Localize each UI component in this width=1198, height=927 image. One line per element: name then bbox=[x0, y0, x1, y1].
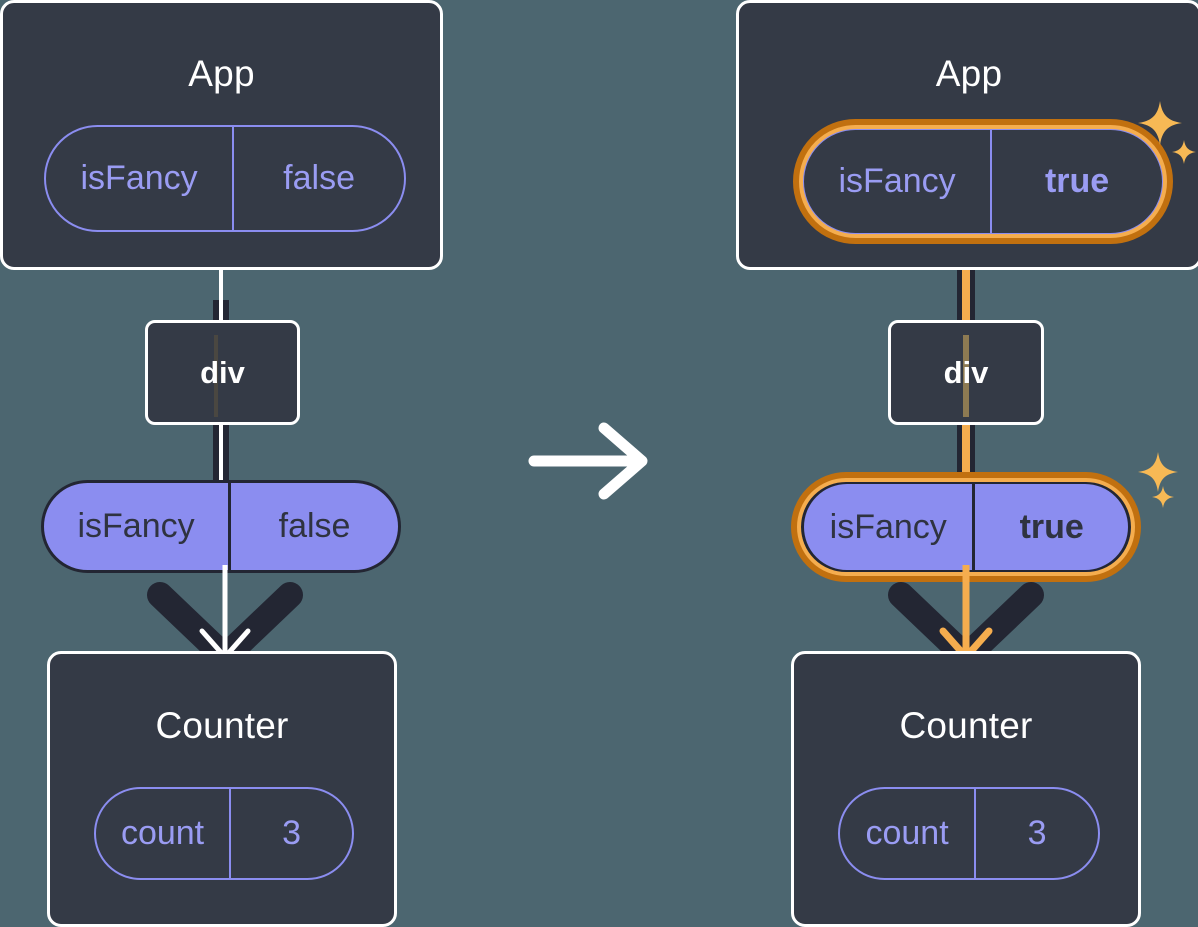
div-node-after: div bbox=[888, 320, 1044, 425]
counter-box-before: Counter count 3 bbox=[47, 651, 397, 927]
prop-pill-value-before: false bbox=[228, 483, 398, 570]
app-state-pill-name-before: isFancy bbox=[80, 159, 198, 197]
connector-app-to-div-core-after bbox=[962, 230, 970, 326]
app-state-pill-before: isFancy false bbox=[44, 125, 406, 232]
counter-state-pill-name-after: count bbox=[865, 814, 949, 852]
transition-arrow bbox=[522, 418, 662, 504]
sparkle-large-icon-prop-after bbox=[1136, 450, 1180, 499]
counter-state-pill-name-before: count bbox=[120, 814, 205, 852]
div-node-label-before: div bbox=[200, 354, 245, 390]
sparkle-small-icon-app-after bbox=[1170, 138, 1198, 171]
app-title-before: App bbox=[188, 53, 255, 94]
app-state-pill-after: isFancy true bbox=[802, 128, 1164, 235]
counter-state-pill-before: count 3 bbox=[94, 787, 354, 880]
sparkle-small-icon-prop-after bbox=[1150, 484, 1176, 515]
app-state-pill-value-after: true bbox=[990, 130, 1162, 233]
counter-title-before: Counter bbox=[155, 705, 289, 746]
connector-through-div-after bbox=[963, 335, 969, 417]
counter-title-after: Counter bbox=[899, 705, 1033, 746]
app-title-after: App bbox=[935, 53, 1003, 94]
div-node-label-after: div bbox=[943, 354, 989, 390]
arrow-right-icon bbox=[528, 422, 648, 500]
sparkle-large-icon-app-after bbox=[1136, 99, 1184, 152]
connector-app-to-div-before bbox=[219, 268, 223, 322]
app-state-pill-name-after: isFancy bbox=[838, 162, 956, 200]
prop-pill-value-after: true bbox=[972, 484, 1128, 570]
prop-pill-before: isFancy false bbox=[41, 480, 401, 573]
prop-pill-name-after: isFancy bbox=[829, 507, 947, 546]
prop-pill-name-before: isFancy bbox=[77, 507, 195, 545]
div-node-before: div bbox=[145, 320, 300, 425]
app-box-after: App isFancy true bbox=[736, 0, 1198, 270]
counter-state-pill-value-before: 3 bbox=[229, 789, 352, 878]
app-state-pill-value-before: false bbox=[232, 127, 404, 230]
counter-state-pill-value-after: 3 bbox=[974, 789, 1098, 878]
app-box-before: App isFancy false bbox=[0, 0, 443, 270]
counter-box-after: Counter count 3 bbox=[791, 651, 1141, 927]
connector-through-div-before bbox=[214, 335, 218, 417]
prop-pill-after: isFancy true bbox=[801, 481, 1131, 573]
counter-state-pill-after: count 3 bbox=[838, 787, 1100, 880]
